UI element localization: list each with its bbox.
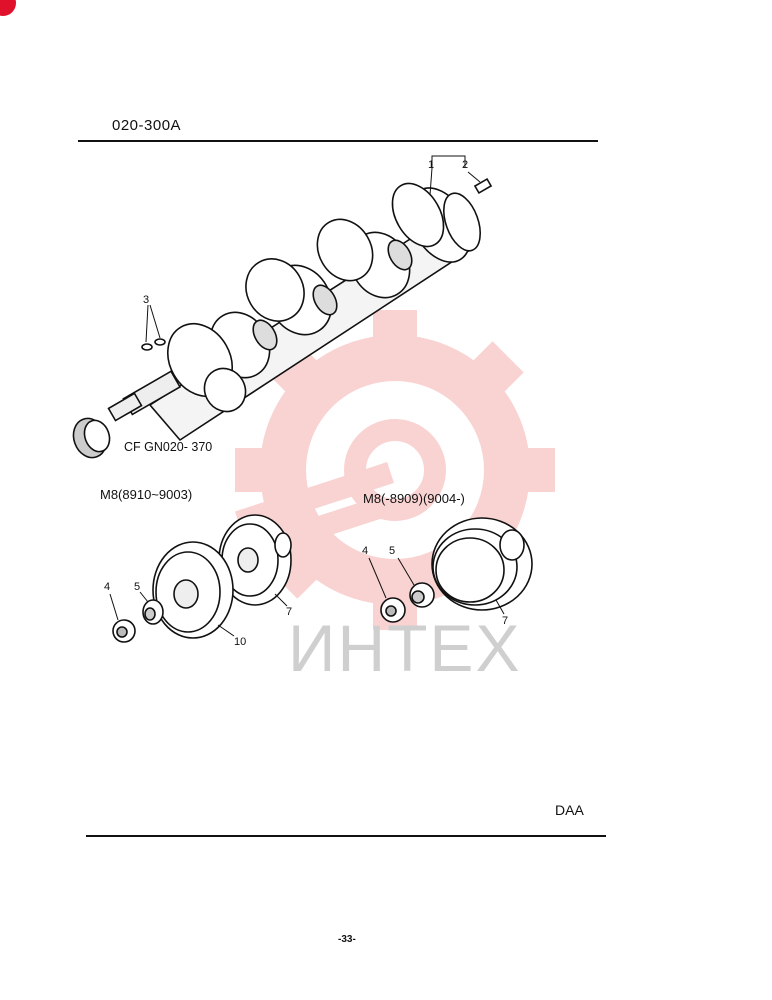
callout-left-5: 5 [134, 581, 141, 593]
callout-right-4: 4 [362, 545, 369, 557]
callout-2: 2 [462, 159, 469, 171]
section-code: DAA [555, 802, 584, 818]
variant-right-label: M8(-8909)(9004-) [363, 491, 465, 506]
watermark-text: ИНТЕХ [288, 611, 522, 685]
bottom-rule [86, 835, 606, 837]
callout-left-7: 7 [286, 606, 293, 618]
callout-left-4: 4 [104, 581, 111, 593]
cf-reference: CF GN020- 370 [124, 440, 213, 454]
page-code: 020-300A [112, 117, 182, 134]
top-rule [78, 140, 598, 142]
corner-red-mark [0, 0, 16, 16]
callout-3: 3 [143, 294, 150, 306]
variant-left-label: M8(8910~9003) [100, 487, 193, 502]
callout-left-10: 10 [234, 636, 247, 648]
callout-right-5: 5 [389, 545, 396, 557]
callout-right-7: 7 [502, 615, 509, 627]
callout-1: 1 [428, 159, 435, 171]
page-number: -33- [338, 934, 356, 945]
